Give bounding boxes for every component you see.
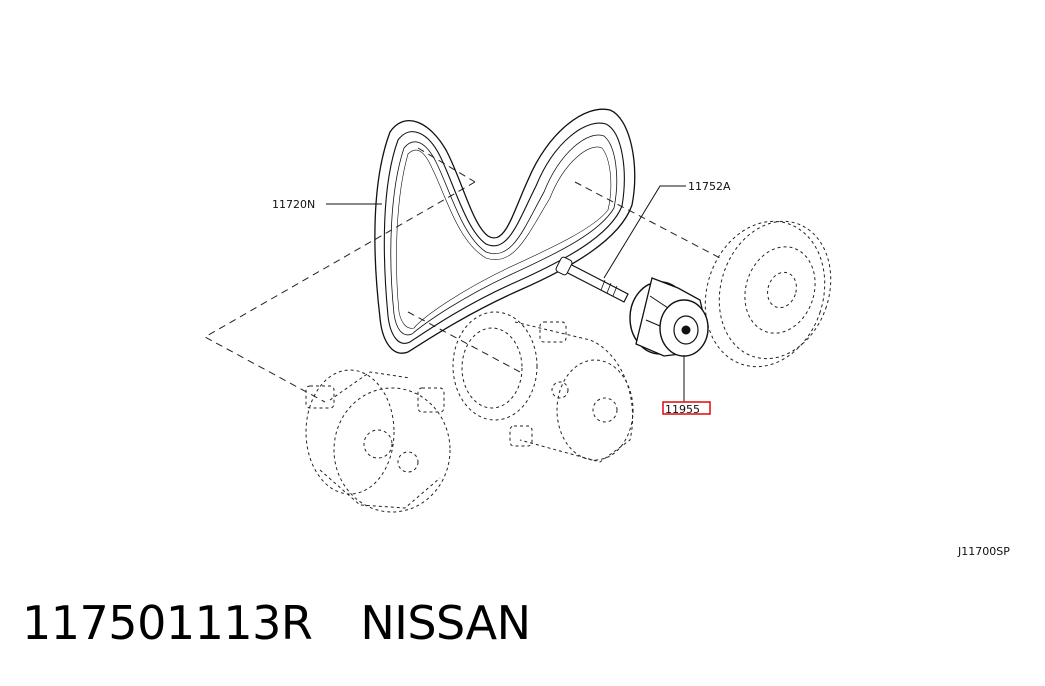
part-number: 117501113R: [22, 596, 313, 650]
tensioner-label-highlight: [662, 401, 711, 415]
part-caption: 117501113R NISSAN: [22, 596, 531, 650]
drawing-code-label: J11700SP: [957, 545, 1010, 558]
crankshaft-pulley: [704, 220, 832, 368]
ac-compressor: [452, 311, 634, 463]
assembly-guide-lines: [203, 147, 721, 403]
belt-part-label: 11720N: [272, 198, 315, 211]
belt-tensioner: [629, 277, 709, 357]
alternator: [305, 369, 451, 513]
bolt-part-label: 11752A: [688, 180, 731, 193]
callout-leader-lines: [326, 185, 686, 402]
brand-name: NISSAN: [360, 596, 531, 650]
tensioner-part-label: 11955: [665, 403, 700, 416]
drive-belt: [374, 108, 636, 354]
tensioner-bolt: [555, 256, 629, 303]
